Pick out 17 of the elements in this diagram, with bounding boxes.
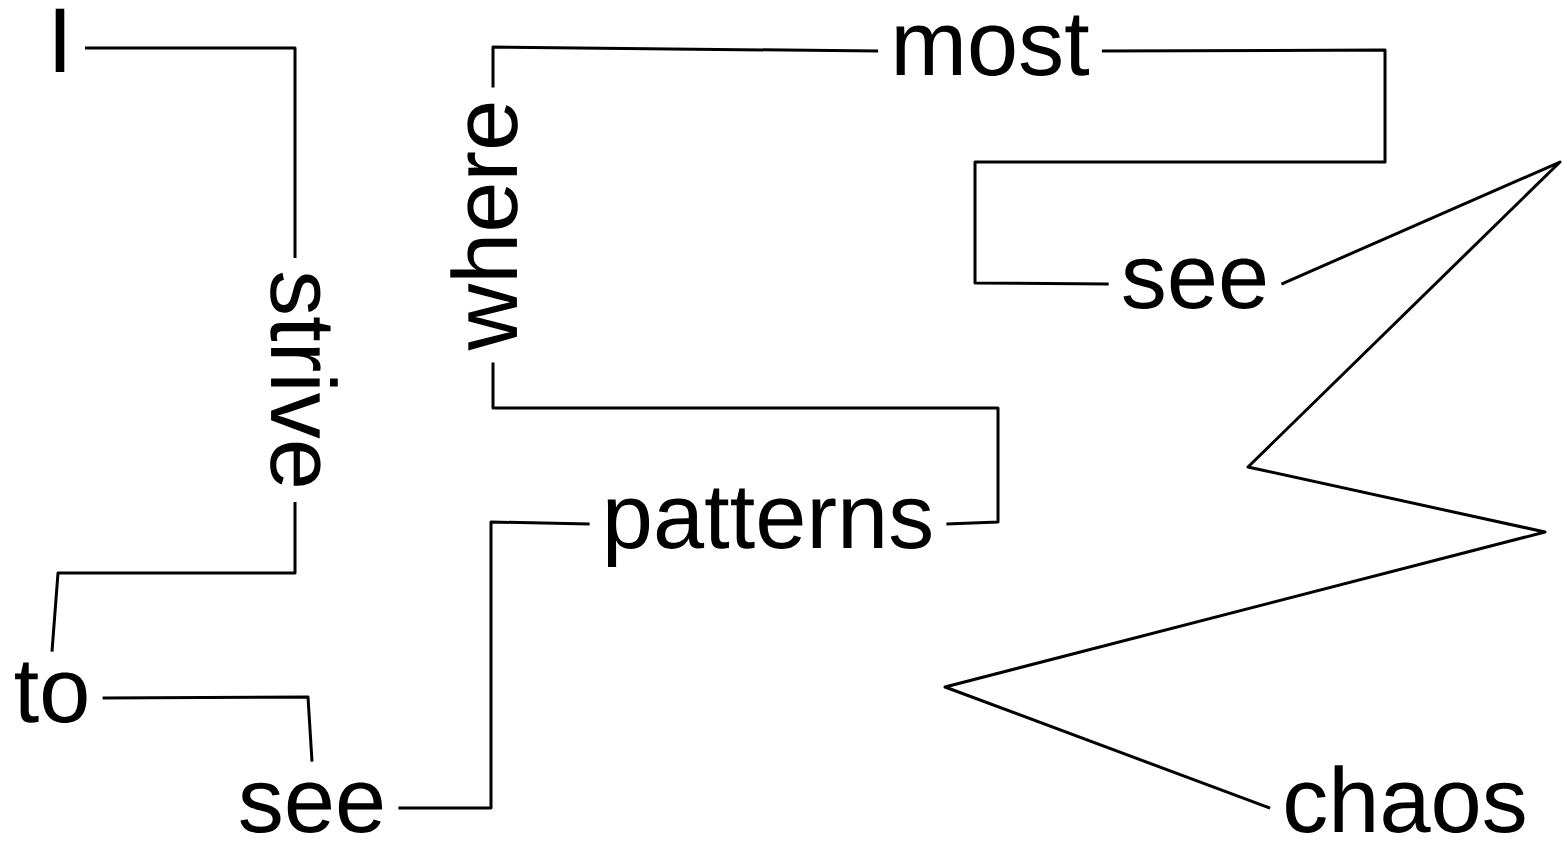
word-label: to (15, 662, 87, 723)
connector-line (102, 695, 314, 762)
word-label: most (896, 15, 1089, 76)
word-label: chaos (1286, 765, 1525, 833)
word-label: I (55, 8, 65, 72)
word-label: see (240, 782, 383, 833)
connector-line (973, 48, 1387, 286)
connector-line (50, 502, 297, 652)
word-label: where (450, 103, 518, 351)
word-label: patterns (607, 488, 931, 568)
connector-line (943, 160, 1562, 810)
word-label: strive (270, 272, 338, 486)
connector-line (491, 362, 1000, 526)
word-label: see (1123, 258, 1266, 309)
connector-line (398, 520, 590, 810)
connector-line (85, 46, 297, 258)
connector-line (491, 45, 879, 88)
